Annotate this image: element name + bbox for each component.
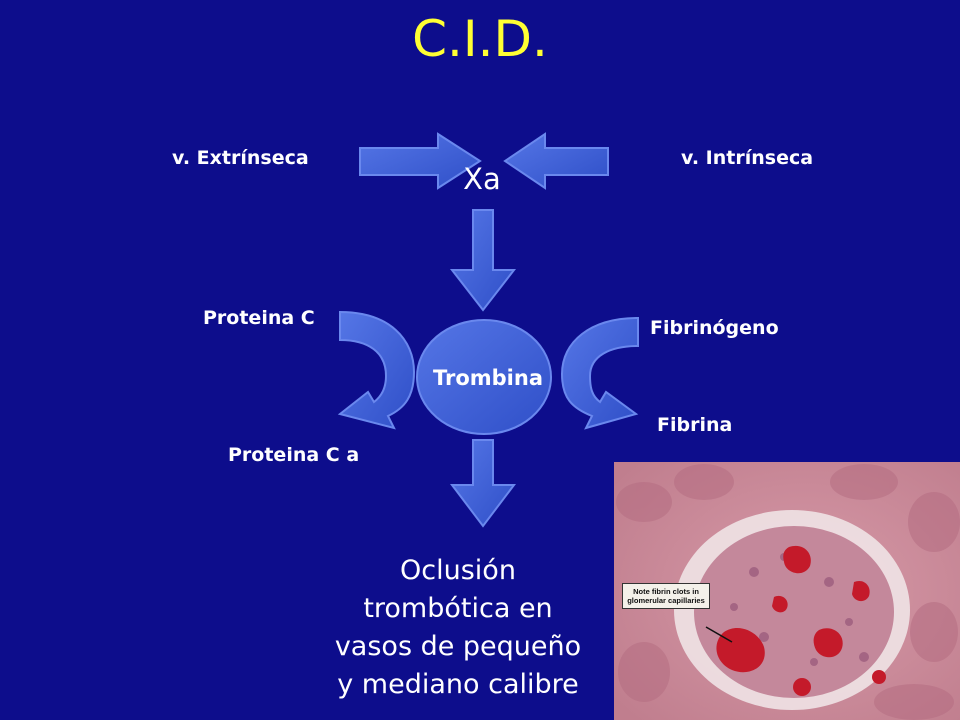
protein-c-active-label: Proteina C a [228,444,360,466]
protein-c-curved-arrow [337,310,416,430]
factor-xa-label: Xa [463,162,501,196]
outcome-line: vasos de pequeño [334,631,582,662]
fibrin-label: Fibrina [657,414,733,436]
protein-c-label: Proteina C [203,307,315,329]
extrinsic-arrow [359,132,482,190]
outcome-line: trombótica en [363,593,553,624]
intrinsic-pathway-label: v. Intrínseca [681,147,814,169]
micrograph-note: Note fibrin clots in glomerular capillar… [622,583,710,609]
slide-title: C.I.D. [412,10,548,68]
thrombin-to-occlusion-arrow [449,439,517,528]
thrombin-label: Trombina [432,366,544,390]
fibrinogen-label: Fibrinógeno [650,317,779,339]
outcome-text: Oclusión trombótica en vasos de pequeño … [318,552,598,704]
intrinsic-arrow [503,132,609,190]
extrinsic-pathway-label: v. Extrínseca [172,147,309,169]
xa-to-thrombin-arrow [449,209,517,312]
outcome-line: y mediano calibre [337,669,579,700]
thrombin-node [416,319,552,435]
fibrinogen-curved-arrow [560,316,639,430]
outcome-line: Oclusión [400,555,516,586]
